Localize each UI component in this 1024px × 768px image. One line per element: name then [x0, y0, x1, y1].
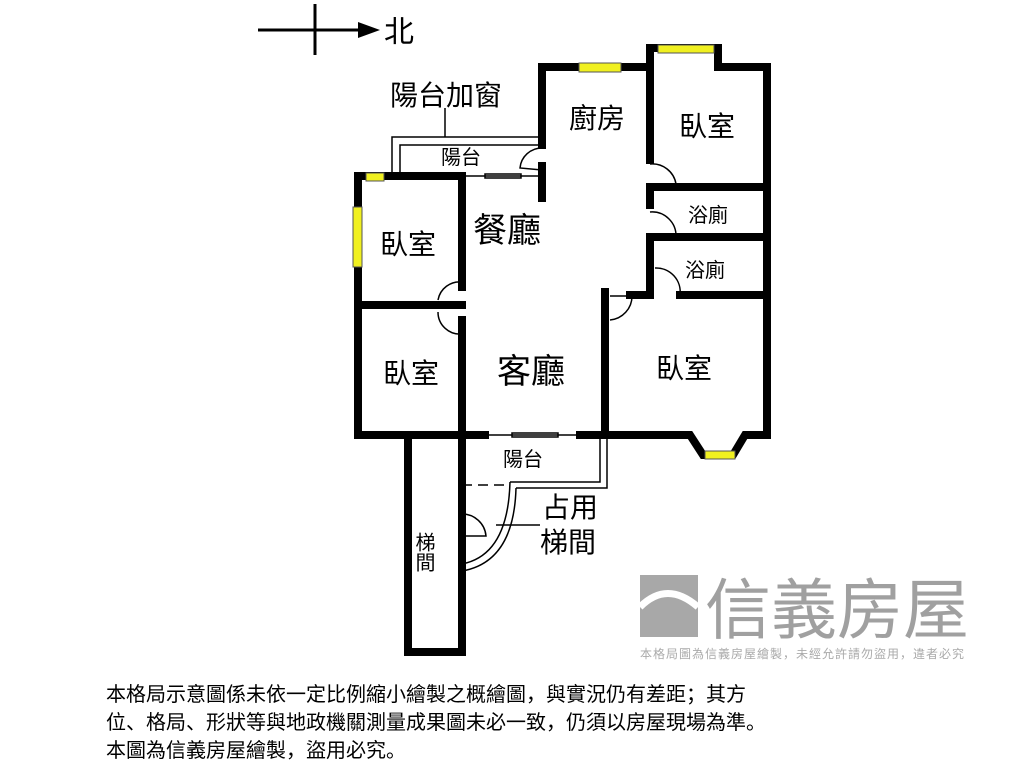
windows [352, 44, 736, 460]
watermark-brand: 信義房屋 [705, 572, 969, 649]
window-bedroom-ne [657, 44, 715, 54]
label-bedroom-ne: 臥室 [679, 110, 735, 143]
label-stairwell: 梯間 [412, 532, 436, 572]
label-bath-2: 浴廁 [685, 258, 725, 282]
disclaimer-line-2: 位、格局、形狀等與地政機關測量成果圖未必一致，仍須以房屋現場為準。 [106, 710, 766, 734]
label-balcony-top: 陽台 [441, 145, 481, 169]
disclaimer: 本格局示意圖係未依一定比例縮小繪製之概繪圖，與實況仍有差距；其方 位、格局、形狀… [106, 680, 766, 764]
window-bedroom-w-top [365, 172, 385, 182]
label-occupied-2: 梯間 [540, 526, 596, 559]
watermark-logo: 信義房屋 本格局圖為信義房屋繪製，未經允許請勿盜用，違者必究 [637, 572, 969, 661]
label-balcony-enclosed: 陽台加窗 [390, 79, 502, 112]
disclaimer-line-1: 本格局示意圖係未依一定比例縮小繪製之概繪圖，與實況仍有差距；其方 [106, 682, 746, 706]
watermark-notice: 本格局圖為信義房屋繪製，未經允許請勿盜用，違者必究 [640, 646, 965, 661]
label-dining: 餐廳 [473, 211, 541, 251]
disclaimer-line-3: 本圖為信義房屋繪製，盜用必究。 [106, 738, 406, 762]
label-bath-1: 浴廁 [688, 203, 728, 227]
label-occupied-1: 占用 [542, 491, 598, 524]
north-compass: 北 [258, 4, 414, 55]
label-balcony-bottom: 陽台 [503, 447, 543, 471]
label-bedroom-se: 臥室 [656, 352, 712, 385]
window-kitchen [578, 62, 622, 73]
arrow-icon [358, 22, 380, 38]
label-kitchen: 廚房 [569, 102, 625, 135]
label-bedroom-sw: 臥室 [383, 357, 439, 390]
north-label: 北 [384, 15, 414, 50]
label-living: 客廳 [497, 352, 565, 392]
window-bay [704, 450, 736, 460]
window-bedroom-w-side [352, 206, 363, 268]
label-bedroom-w: 臥室 [380, 228, 436, 261]
watermark-logo-mark [640, 575, 698, 637]
